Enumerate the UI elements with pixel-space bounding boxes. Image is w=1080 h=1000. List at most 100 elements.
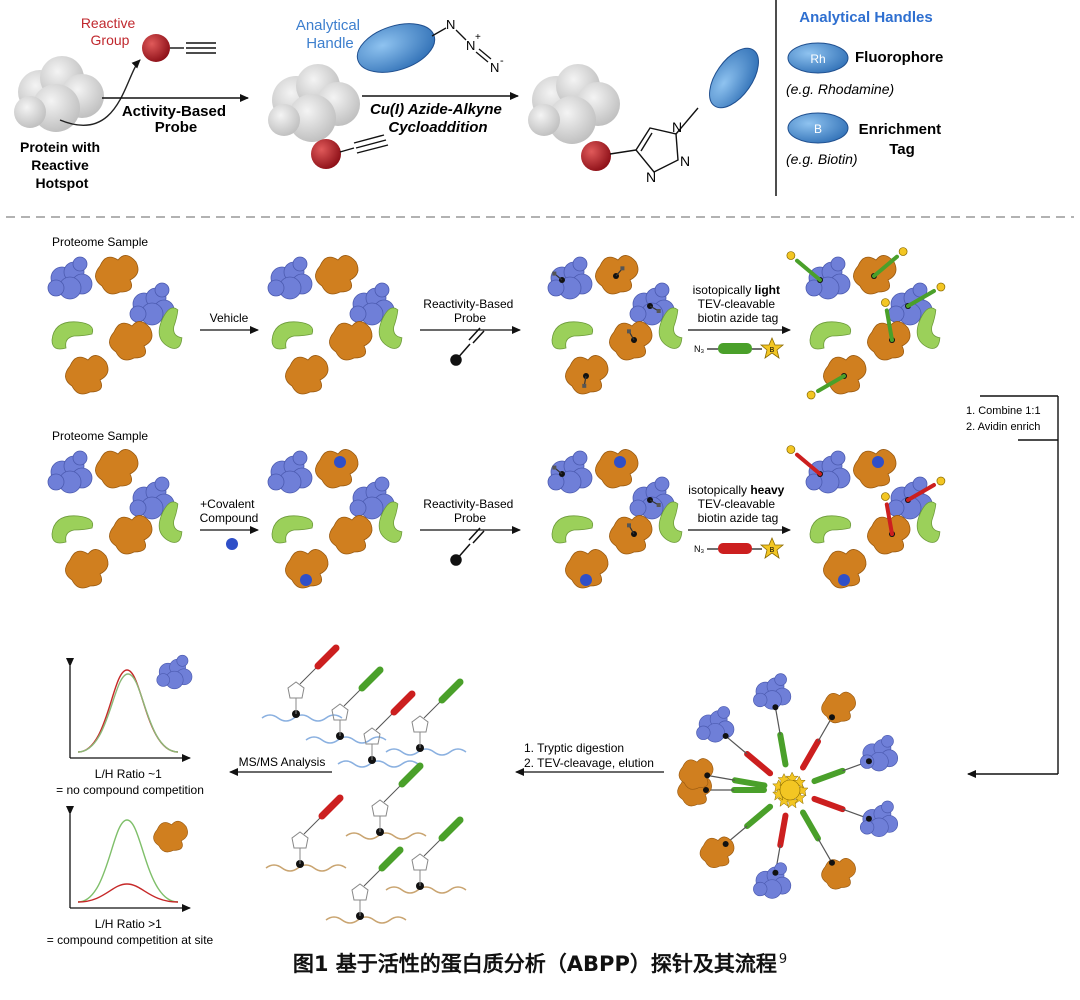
enrichment-example: (e.g. Biotin)	[786, 151, 858, 167]
orange-protein	[329, 321, 373, 361]
top-panel: Protein with Reactive Hotspot Reactive G…	[14, 0, 943, 196]
proteome-cluster	[267, 255, 403, 395]
fluorophore-badge: Rh	[810, 52, 825, 66]
peptide	[337, 690, 419, 768]
orange-protein	[65, 549, 109, 589]
orange-protein	[285, 549, 329, 589]
probe-mark	[552, 465, 565, 477]
green-protein	[378, 307, 403, 349]
heavy-tag-label: isotopically heavy TEV-cleavable biotin …	[688, 483, 787, 525]
result-plot-equal	[66, 658, 191, 762]
blue-protein	[267, 256, 313, 300]
orange-protein	[823, 549, 867, 589]
svg-text:N₃: N₃	[694, 544, 704, 554]
row-light: Proteome Sample Vehicle Reactivity-Based…	[47, 235, 946, 400]
proteome-cluster-probed	[547, 255, 683, 395]
green-protein	[271, 321, 314, 350]
peptide	[385, 816, 467, 894]
blue-protein	[129, 282, 175, 326]
abp-label: Activity-Based Probe	[122, 103, 230, 136]
blue-protein	[349, 476, 395, 520]
result2-label: L/H Ratio >1 = compound competition at s…	[47, 917, 214, 947]
svg-text:N: N	[466, 38, 475, 53]
orange-protein	[153, 820, 188, 853]
combine-connector	[967, 395, 1059, 778]
green-protein	[916, 501, 941, 543]
peptide-fragments	[261, 644, 467, 924]
peptide	[385, 678, 467, 756]
proteome-cluster-tagged	[786, 445, 946, 589]
blue-protein	[753, 862, 792, 899]
probe-icon	[450, 327, 485, 366]
orange-protein	[109, 515, 153, 555]
biotin-icon	[787, 112, 849, 144]
blue-protein	[156, 654, 193, 690]
reactive-group-sphere	[581, 141, 611, 171]
peptide	[325, 846, 407, 924]
proteome-sample-label: Proteome Sample	[52, 429, 148, 443]
green-protein	[158, 307, 183, 349]
probe-mark	[613, 266, 625, 279]
orange-protein-icon	[153, 820, 188, 853]
result1-label: L/H Ratio ~1 = no compound competition	[56, 767, 204, 797]
green-protein	[809, 515, 852, 544]
green-protein	[51, 515, 94, 544]
peptide	[265, 794, 347, 872]
svg-text:N: N	[646, 169, 656, 185]
probe-mark	[647, 497, 661, 507]
orange-protein	[853, 449, 897, 489]
green-protein	[551, 515, 594, 544]
blue-protein	[267, 450, 313, 494]
hotspot-curve-arrow	[59, 59, 141, 127]
probe-label: Reactivity-Based Probe	[423, 297, 516, 325]
fluorophore-example: (e.g. Rhodamine)	[786, 81, 894, 97]
green-protein	[658, 501, 683, 543]
svg-text:N: N	[672, 119, 682, 135]
handles-title: Analytical Handles	[799, 9, 932, 26]
blue-protein	[47, 450, 93, 494]
proteome-sample-label: Proteome Sample	[52, 235, 148, 249]
tag-mark	[881, 298, 895, 343]
proteome-cluster	[47, 449, 183, 589]
cuaac-label: Cu(I) Azide-Alkyne Cycloaddition	[370, 101, 506, 136]
green-protein	[158, 501, 183, 543]
digest-label: 1. Tryptic digestion 2. TEV-cleavage, el…	[524, 741, 654, 770]
tag-mark	[786, 445, 823, 477]
tag-mark	[871, 247, 908, 279]
protein-cloud	[528, 64, 620, 144]
fluorophore-label: Fluorophore	[855, 49, 943, 66]
blue-protein-icon	[156, 654, 193, 690]
proteome-cluster	[47, 255, 183, 395]
probe-mark	[627, 329, 637, 343]
probe-label: Reactivity-Based Probe	[423, 497, 516, 525]
protein-cloud	[14, 56, 104, 132]
biotin-badge: B	[814, 122, 822, 136]
proteome-cluster-tagged	[786, 247, 946, 400]
blue-protein	[696, 706, 735, 743]
vehicle-label: Vehicle	[210, 311, 249, 325]
tag-mark	[806, 373, 847, 400]
blue-protein	[887, 282, 933, 326]
svg-text:N: N	[680, 153, 690, 169]
blue-protein	[753, 673, 792, 710]
combine-label: 1. Combine 1:1 2. Avidin enrich	[966, 405, 1044, 433]
svg-text:B: B	[770, 547, 775, 554]
svg-text:+: +	[475, 32, 481, 43]
svg-text:-: -	[500, 55, 504, 67]
orange-protein	[821, 691, 856, 724]
green-protein	[658, 307, 683, 349]
green-protein	[809, 321, 852, 350]
blue-protein	[547, 256, 593, 300]
green-protein	[378, 501, 403, 543]
alkyne-icon	[339, 134, 389, 154]
caption-text: 图1 基于活性的蛋白质分析（ABPP）探针及其流程	[292, 952, 777, 976]
orange-protein	[329, 515, 373, 555]
svg-text:N₃: N₃	[694, 344, 704, 354]
green-protein	[51, 321, 94, 350]
probe-mark	[582, 373, 589, 388]
handle-ellipse	[709, 47, 759, 109]
avidin-bead-assembly	[677, 673, 899, 899]
tag-mark	[905, 282, 946, 309]
ms-label: MS/MS Analysis	[239, 755, 326, 769]
alkyne-icon	[170, 42, 216, 54]
